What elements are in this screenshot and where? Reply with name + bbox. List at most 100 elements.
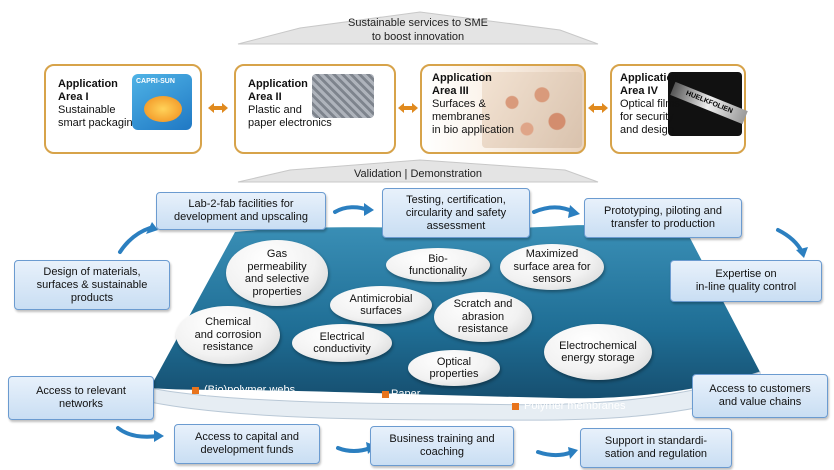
customers-line-2: and value chains [718, 396, 802, 408]
antimicrobial-line-2: surfaces [360, 305, 402, 317]
expertise-line-2: in-line quality control [695, 281, 797, 293]
service-testing: Testing, certification,circularity and s… [382, 188, 530, 238]
lab-line-2: development and upscaling [174, 211, 308, 223]
area-4-number: Area IV [620, 85, 658, 97]
area-3-desc-1: Surfaces & [432, 98, 486, 110]
lab-line-1: Lab-2-fab facilities for [188, 198, 294, 210]
material-biopolymer-webs: (Bio)polymer webs [192, 384, 295, 397]
electrical-line-2: conductivity [313, 343, 371, 355]
customers-line-1: Access to customers [709, 383, 811, 395]
area-3-desc-3: in bio application [432, 124, 514, 136]
capital-line-1: Access to capital and [195, 431, 299, 443]
drink-pouch-image: CAPRI-SUN [132, 74, 192, 130]
application-area-2: Application Area II Plastic and paper el… [234, 64, 396, 154]
gas-line-4: properties [252, 285, 302, 298]
chemical-line-3: resistance [202, 341, 254, 354]
bio-line-2: functionality [408, 265, 468, 277]
capital-line-2: development funds [200, 444, 294, 456]
area-1-title: Application [58, 78, 118, 90]
testing-line-2: circularity and safety [405, 206, 507, 219]
area-2-desc-2: paper electronics [248, 117, 332, 129]
pouch-logo-text: CAPRI-SUN [136, 78, 175, 85]
microscope-image [482, 72, 582, 148]
optical-line-1: Optical [436, 355, 472, 368]
surface-line-1: Maximized [525, 248, 579, 261]
proto-line-2: transfer to production [611, 218, 715, 230]
business-line-1: Business training and [389, 433, 495, 445]
film-logo-text: HUELKFOLIEN [670, 81, 748, 125]
area-3-number: Area III [432, 85, 469, 97]
orange-marker-icon [382, 391, 389, 398]
business-line-2: coaching [419, 446, 465, 458]
area-3-desc-2: membranes [432, 111, 491, 123]
electrical-line-1: Electrical [319, 330, 365, 343]
orange-marker-icon [192, 387, 199, 394]
material-paper-label: Paper [391, 388, 421, 400]
material-polymer-label: Polymer membranes [524, 400, 626, 412]
standard-line-2: sation and regulation [604, 448, 708, 460]
application-area-1: Application Area I Sustainable smart pac… [44, 64, 202, 154]
chemical-line-1: Chemical [205, 316, 251, 329]
bio-line-1: Bio- [428, 252, 448, 265]
chemical-line-2: and corrosion [194, 328, 262, 341]
circuit-image [312, 74, 374, 118]
mid-banner-shape [237, 159, 599, 183]
electrochemical-line-1: Electrochemical [559, 339, 637, 352]
area-4-desc-1: Optical films [620, 98, 680, 110]
area-2-desc-1: Plastic and [248, 104, 302, 116]
surface-line-3: sensors [532, 273, 572, 286]
electrochemical-line-2: energy storage [561, 352, 635, 364]
area-4-desc-3: and design [620, 124, 674, 136]
standard-line-1: Support in standardi- [604, 435, 708, 447]
area-1-desc-2: smart packaging [58, 117, 139, 129]
application-area-4: HUELKFOLIEN Application Area IV Optical … [610, 64, 748, 154]
design-line-2: surfaces & sustainable [36, 278, 148, 291]
top-banner-label: Sustainable services to SME to boost inn… [300, 16, 536, 44]
area-3-title: Application [432, 72, 492, 84]
top-banner-line-1: Sustainable services to SME [347, 17, 488, 29]
orange-icon [144, 96, 182, 122]
testing-line-3: assessment [426, 219, 486, 232]
design-line-1: Design of materials, [43, 265, 141, 278]
networks-line-1: Access to relevant [36, 385, 126, 397]
area-link-arrows [208, 103, 608, 113]
scratch-line-2: abrasion [461, 310, 505, 323]
top-banner-shape [237, 11, 599, 45]
proto-line-1: Prototyping, piloting and [603, 205, 723, 217]
area-2-number: Area II [248, 91, 282, 103]
application-area-3: Application Area III Surfaces & membrane… [420, 64, 586, 154]
property-bio-functionality: Bio-functionality [386, 248, 490, 282]
gas-line-1: Gas [266, 248, 288, 260]
area-2-title: Application [248, 78, 308, 90]
area-1-number: Area I [58, 91, 89, 103]
optical-line-2: properties [429, 368, 479, 380]
networks-line-2: networks [58, 398, 104, 410]
top-banner-line-2: to boost innovation [371, 31, 465, 43]
area-4-desc-2: for security [620, 111, 674, 123]
material-bio-label: (Bio)polymer webs [204, 384, 296, 396]
testing-line-1: Testing, certification, [406, 193, 506, 206]
design-line-3: products [70, 291, 114, 304]
material-paper: Paper [382, 388, 420, 401]
antimicrobial-line-1: Antimicrobial [349, 292, 413, 305]
service-standardisation: Support in standardi-sation and regulati… [580, 428, 732, 468]
material-polymer-membranes: Polymer membranes [512, 400, 625, 413]
scratch-line-3: resistance [457, 323, 509, 336]
service-design: Design of materials,surfaces & sustainab… [14, 260, 170, 310]
scratch-line-1: Scratch and [453, 298, 513, 311]
